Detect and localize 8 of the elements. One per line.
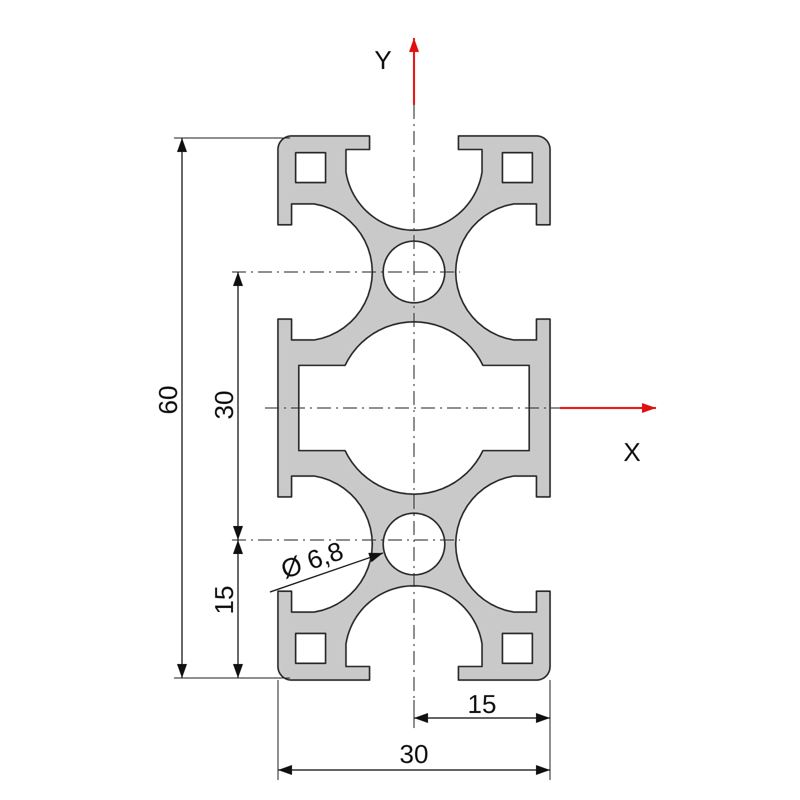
dimension-label: 30 [211,390,237,420]
dimension-label: 15 [468,691,496,717]
dimension-label: Ø 6,8 [278,537,346,583]
dimension-label: 60 [155,386,181,414]
dimension-label: 30 [400,741,428,767]
dimension-label: 15 [211,586,237,614]
axis-label: Y [374,47,392,73]
axis-label: X [623,439,641,465]
